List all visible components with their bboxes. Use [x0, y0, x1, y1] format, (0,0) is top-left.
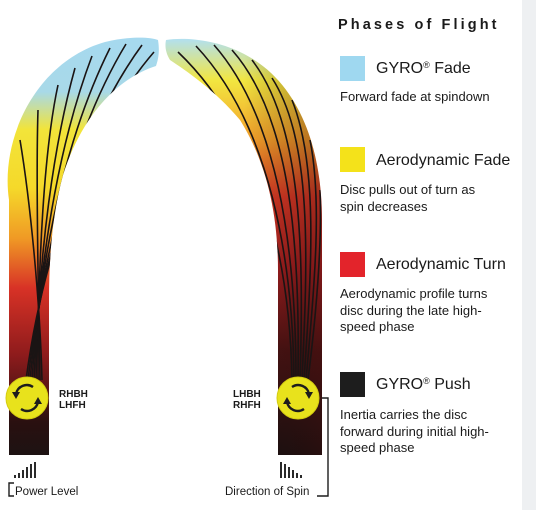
counter-clockwise-arrows-icon [5, 376, 49, 420]
aerodynamic-fade-description: Disc pulls out of turn as spin decreases [340, 182, 476, 214]
power-level-bracket [8, 482, 14, 497]
gyro-push-description: Inertia carries the disc forward during … [340, 407, 489, 455]
right-path-shade [165, 38, 322, 455]
rhfh-label: RHFH [233, 400, 261, 411]
gyro-fade-description: Forward fade at spindown [340, 89, 490, 104]
left-path-band [7, 37, 159, 455]
lhbh-label: LHBH [233, 389, 261, 400]
aerodynamic-turn-label: Aerodynamic Turn [376, 256, 506, 273]
aerodynamic-fade-swatch [340, 147, 365, 172]
ascending-bars-icon [14, 462, 36, 478]
aerodynamic-fade-label: Aerodynamic Fade [376, 152, 511, 169]
gyro-push-label: GYRO® Push [376, 376, 471, 393]
lhfh-label: LHFH [59, 400, 86, 411]
rhbh-label: RHBH [59, 389, 88, 400]
power-level-caption: Power Level [15, 486, 79, 498]
right-edge-strip [522, 0, 536, 510]
clockwise-arrows-icon [276, 376, 320, 420]
aerodynamic-turn-swatch [340, 252, 365, 277]
right-flight-path [165, 38, 322, 455]
gyro-fade-label: GYRO® Fade [376, 60, 471, 77]
aerodynamic-turn-description: Aerodynamic profile turns disc during th… [340, 286, 488, 334]
direction-of-spin-bracket [317, 397, 329, 497]
direction-of-spin-caption: Direction of Spin [225, 486, 310, 498]
gyro-push-swatch [340, 372, 365, 397]
legend-title: Phases of Flight [338, 17, 500, 33]
gyro-fade-swatch [340, 56, 365, 81]
right-throw-labels: LHBH RHFH [233, 389, 261, 411]
descending-bars-icon [280, 462, 302, 478]
left-throw-labels: RHBH LHFH [59, 389, 88, 411]
